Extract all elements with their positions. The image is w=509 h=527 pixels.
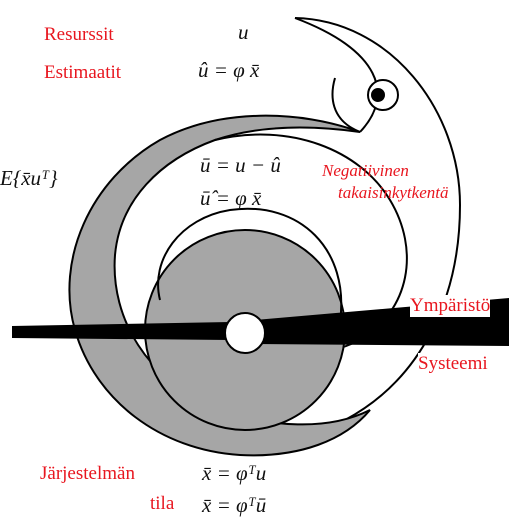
disk-spiral-arc	[157, 207, 343, 323]
eq-u-bar: ū = u − û	[200, 153, 281, 177]
gray-crescent	[68, 114, 371, 457]
eq-x-bar-2: x̄ = φᵀū	[202, 493, 267, 517]
label-resources: Resurssit	[44, 24, 114, 45]
label-state-1: Järjestelmän	[40, 463, 135, 484]
eq-u-hat: û = φ x̄	[198, 58, 260, 82]
center-hole	[224, 312, 266, 354]
boundary-bar-left	[12, 322, 230, 340]
outer-face-arc	[294, 17, 462, 421]
label-state-2: tila	[150, 493, 175, 514]
label-estimates: Estimaatit	[44, 62, 122, 83]
label-feedback-2: takaisinkytkentä	[338, 183, 449, 202]
label-feedback-1: Negatiivinen	[322, 161, 409, 180]
label-system: Systeemi	[418, 353, 488, 375]
label-environment: Ympäristö	[410, 295, 491, 317]
eq-u-bar-hat: ū̂ = φ x̄	[200, 186, 262, 210]
eq-x-bar: x̄ = φᵀu	[202, 461, 267, 485]
outer-face-inner-arc	[294, 17, 379, 133]
eq-u: u	[238, 20, 249, 44]
face-chin-arc	[331, 77, 361, 133]
eq-expectation: E{x̄uᵀ}	[0, 166, 58, 190]
eye-pupil	[371, 88, 385, 102]
